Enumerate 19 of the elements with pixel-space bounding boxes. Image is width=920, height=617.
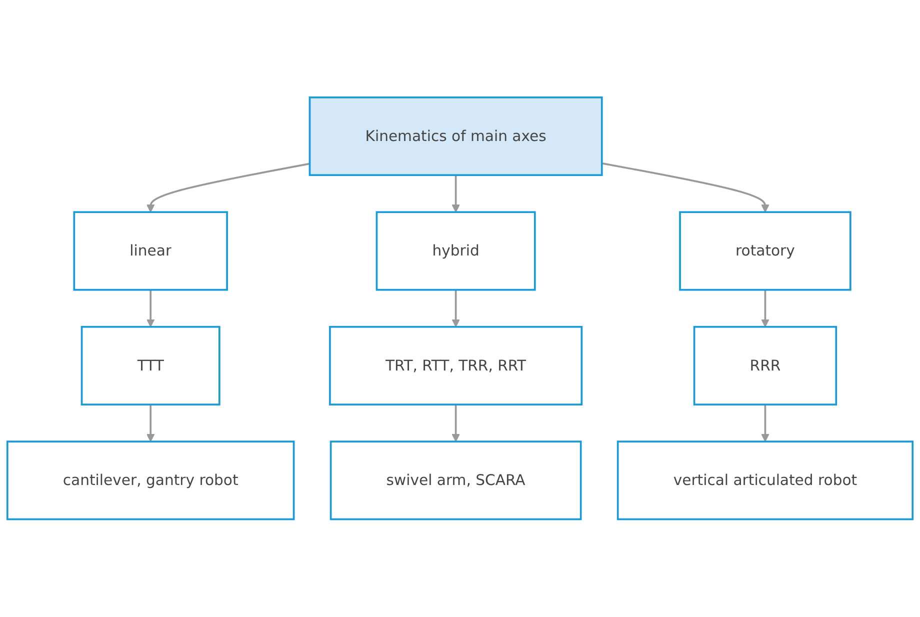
- arrow: [146, 404, 155, 442]
- node-box: TRT, RTT, TRR, RRT: [329, 326, 583, 406]
- arrow: [146, 162, 310, 213]
- arrow: [761, 290, 770, 328]
- arrow: [761, 404, 770, 442]
- node-box: cantilever, gantry robot: [6, 440, 295, 520]
- arrow: [452, 404, 460, 442]
- node-box: RRR: [693, 326, 838, 406]
- node-box: Kinematics of main axes: [308, 96, 603, 176]
- arrow: [146, 290, 155, 328]
- node-box: vertical articulated robot: [616, 440, 914, 520]
- node-box: swivel arm, SCARA: [330, 440, 582, 520]
- arrow: [452, 290, 460, 328]
- node-box: linear: [73, 211, 228, 291]
- node-box: rotatory: [679, 211, 852, 291]
- node-box: hybrid: [376, 211, 536, 291]
- arrow: [452, 175, 460, 213]
- arrow: [602, 162, 770, 213]
- node-box: TTT: [80, 326, 220, 406]
